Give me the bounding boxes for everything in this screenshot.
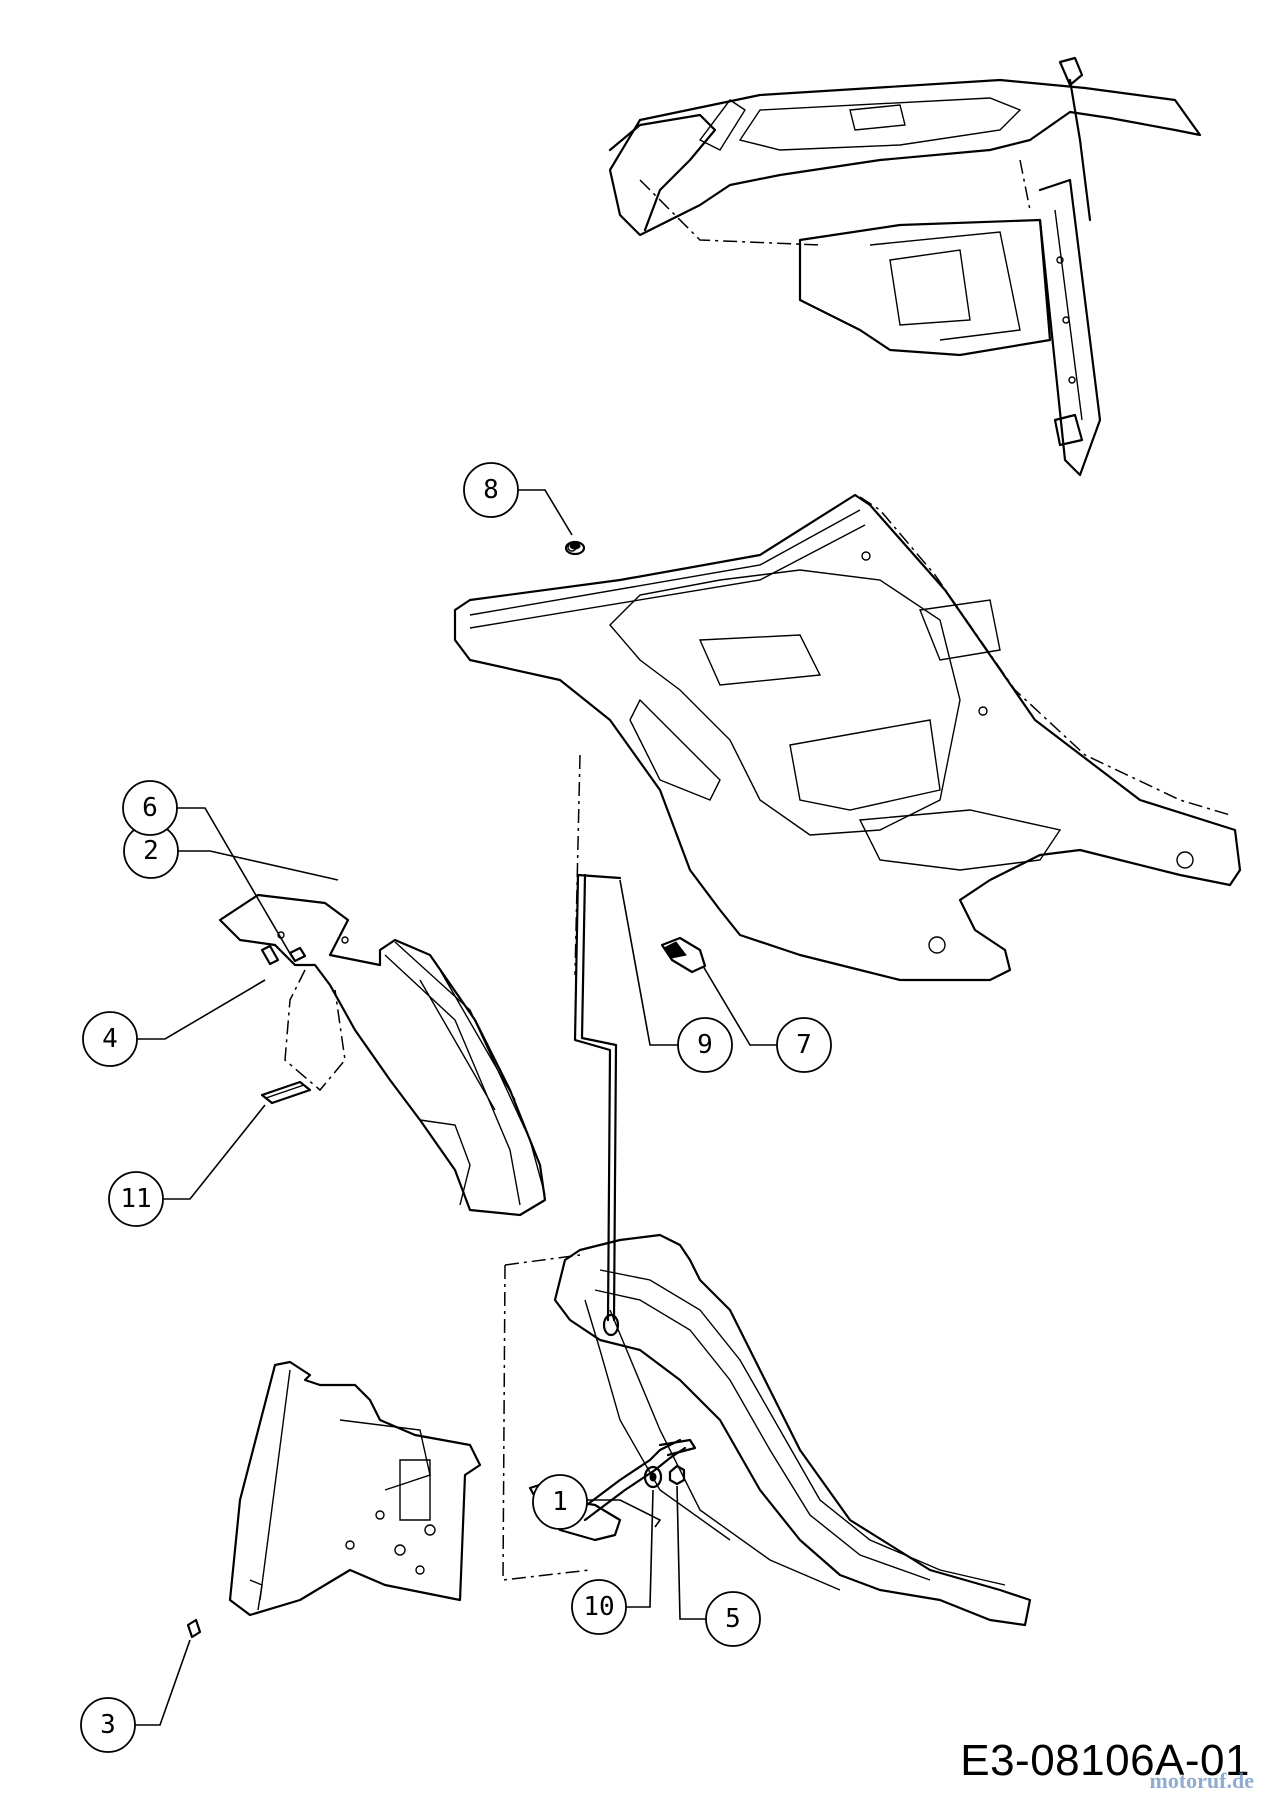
- callout-9-text: 9: [697, 1030, 713, 1060]
- fender-body: [453, 493, 1242, 982]
- callout-11: 11: [108, 1171, 164, 1227]
- callout-3: 3: [80, 1697, 136, 1753]
- leader-2: [178, 850, 339, 881]
- watermark-logo: motoruf.de: [1149, 1768, 1254, 1793]
- leader-10: [626, 1489, 654, 1608]
- callout-11-text: 11: [120, 1184, 151, 1214]
- dashboard-assembly: [608, 56, 1202, 477]
- grommet-part: [564, 540, 586, 556]
- callout-7: 7: [776, 1017, 832, 1073]
- bracket-plate: [228, 1360, 482, 1617]
- callout-7-text: 7: [796, 1030, 812, 1060]
- callout-6: 6: [122, 780, 178, 836]
- callout-10-text: 10: [583, 1592, 614, 1622]
- callout-3-text: 3: [100, 1710, 116, 1740]
- callout-4: 4: [82, 1011, 138, 1067]
- bolt-part-3: [186, 1618, 202, 1639]
- callout-1-text: 1: [552, 1487, 568, 1517]
- callout-6-text: 6: [142, 793, 158, 823]
- clip-part: [260, 1080, 312, 1105]
- screw-part-6: [288, 946, 307, 963]
- leader-1: [587, 1499, 662, 1528]
- callout-5: 5: [705, 1591, 761, 1647]
- footrest-panel: [218, 893, 547, 1217]
- drawing-code: E3-08106A-01: [960, 1736, 1250, 1785]
- washer-part: [643, 1465, 663, 1489]
- leader-3: [135, 1639, 191, 1726]
- callout-10: 10: [571, 1579, 627, 1635]
- callout-9: 9: [677, 1017, 733, 1073]
- callout-8-text: 8: [483, 475, 499, 505]
- callout-4-text: 4: [102, 1024, 118, 1054]
- leader-11: [163, 1104, 266, 1200]
- leader-6: [177, 807, 293, 958]
- leader-7: [702, 965, 777, 1046]
- leader-8: [518, 489, 573, 536]
- knob-part: [660, 936, 707, 974]
- callout-2-text: 2: [143, 836, 159, 866]
- callout-8: 8: [463, 462, 519, 518]
- leader-4: [137, 979, 266, 1040]
- callout-5-text: 5: [725, 1604, 741, 1634]
- callout-1: 1: [532, 1474, 588, 1530]
- rod-part: [573, 873, 622, 1337]
- leader-9: [619, 879, 678, 1046]
- running-board: [502, 1233, 1032, 1627]
- pin-part: [260, 944, 280, 966]
- nut-part: [668, 1464, 686, 1486]
- leader-lines: [135, 489, 777, 1726]
- leader-5: [676, 1485, 706, 1620]
